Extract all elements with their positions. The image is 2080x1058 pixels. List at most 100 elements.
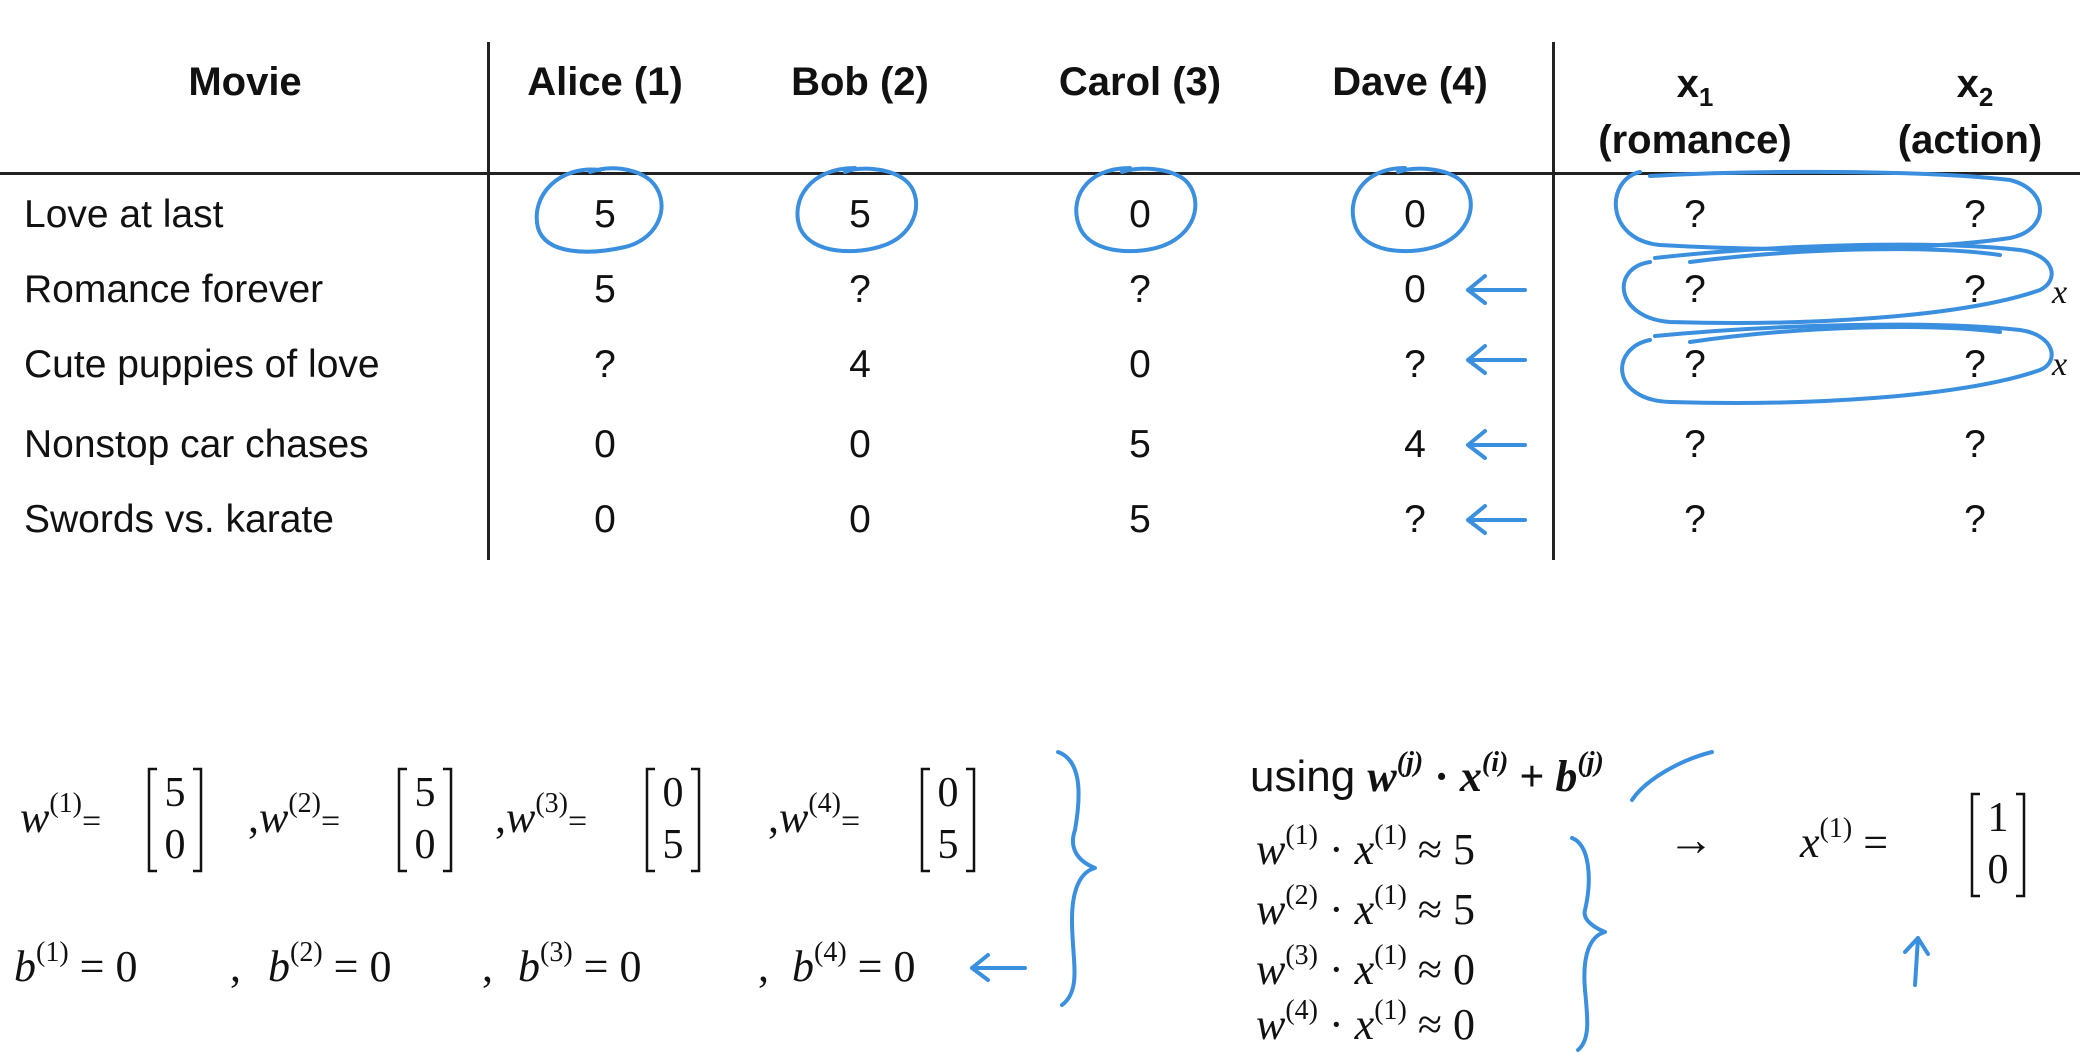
b-symbol: b bbox=[518, 942, 540, 991]
dot-operator: · bbox=[1329, 825, 1344, 874]
rating-cell: ? bbox=[1129, 268, 1151, 311]
rating-cell: 0 bbox=[1404, 193, 1426, 236]
w-symbol: w bbox=[1256, 1000, 1286, 1049]
header-carol: Carol (3) bbox=[1058, 60, 1222, 104]
feature-cell: ? bbox=[1684, 268, 1706, 311]
w-superscript: (j) bbox=[1396, 747, 1424, 778]
matrix-brackets bbox=[397, 767, 453, 873]
approximation-row: w(3) · x(1) ≈ 0 bbox=[1256, 942, 1476, 995]
approximation-rhs: ≈ 0 bbox=[1417, 945, 1476, 994]
vector-entry: 0 bbox=[662, 770, 684, 816]
feature-cell: ? bbox=[1964, 193, 1986, 236]
dot-operator: · bbox=[1434, 752, 1449, 801]
equals-sign: = bbox=[321, 803, 341, 840]
arrow-annotation bbox=[1466, 504, 1527, 535]
bias-equation: b(4) = 0 bbox=[792, 939, 915, 992]
dot-operator: · bbox=[1329, 1000, 1344, 1049]
vector-entry: 1 bbox=[1987, 795, 2009, 841]
matrix-brackets bbox=[147, 767, 203, 873]
movie-name: Love at last bbox=[24, 193, 224, 236]
x-superscript: (1) bbox=[1819, 813, 1853, 844]
rating-cell: ? bbox=[594, 343, 616, 386]
rating-cell: 0 bbox=[1129, 193, 1151, 236]
weight-label: w(1)= bbox=[20, 790, 101, 847]
rating-cell: 5 bbox=[1129, 423, 1151, 466]
comma: , bbox=[248, 793, 259, 842]
w-symbol: w bbox=[1367, 752, 1397, 801]
equals-sign: = bbox=[1863, 818, 1889, 867]
brace-annotation bbox=[1570, 836, 1607, 1052]
rating-cell: 0 bbox=[849, 498, 871, 541]
rating-cell: ? bbox=[1404, 498, 1426, 541]
b-symbol: b bbox=[14, 942, 36, 991]
comma: , bbox=[768, 793, 779, 842]
feature-cell: ? bbox=[1684, 423, 1706, 466]
rating-cell: 5 bbox=[849, 193, 871, 236]
margin-note-x: x bbox=[2052, 274, 2068, 311]
plus-operator: + bbox=[1519, 752, 1545, 801]
rating-cell: 0 bbox=[594, 423, 616, 466]
arrow-annotation bbox=[1466, 429, 1527, 460]
movie-name: Cute puppies of love bbox=[24, 343, 380, 386]
comma: , bbox=[495, 793, 506, 842]
rating-cell: 5 bbox=[594, 268, 616, 311]
bias-equation: b(1) = 0 bbox=[14, 939, 138, 992]
feature-cell: ? bbox=[1964, 423, 1986, 466]
vector-entry: 5 bbox=[937, 822, 959, 868]
vector-entry: 0 bbox=[1987, 847, 2009, 893]
rating-cell: 0 bbox=[1404, 268, 1426, 311]
dot-operator: · bbox=[1329, 945, 1344, 994]
w-superscript: (3) bbox=[1285, 940, 1319, 971]
header-x1-label: (romance) bbox=[1598, 118, 1792, 162]
w-symbol: w bbox=[20, 793, 50, 842]
w-symbol: w bbox=[1256, 945, 1286, 994]
header-x2: x2 bbox=[1860, 62, 2080, 119]
bias-rhs: = 0 bbox=[583, 942, 642, 991]
feature-cell: ? bbox=[1964, 343, 1986, 386]
equals-sign: = bbox=[568, 803, 588, 840]
header-alice: Alice (1) bbox=[527, 60, 683, 104]
x-superscript: (1) bbox=[1374, 880, 1407, 911]
x-symbol: x bbox=[1354, 1000, 1375, 1049]
bias-comma: , bbox=[230, 942, 241, 991]
movie-name: Nonstop car chases bbox=[24, 423, 369, 466]
weight-vector-matrix: 0 5 bbox=[643, 765, 703, 875]
feature-cell: ? bbox=[1964, 498, 1986, 541]
x-symbol: x bbox=[1354, 885, 1375, 934]
rating-cell: 0 bbox=[1129, 343, 1151, 386]
w-superscript: (1) bbox=[49, 788, 83, 819]
implies-arrow: → bbox=[1668, 814, 1714, 865]
rating-cell: 0 bbox=[849, 423, 871, 466]
w-superscript: (2) bbox=[1285, 880, 1319, 911]
feature-cell: ? bbox=[1684, 498, 1706, 541]
strike-annotation bbox=[1630, 750, 1714, 802]
vector-entry: 5 bbox=[662, 822, 684, 868]
matrix-brackets bbox=[645, 767, 701, 873]
column-divider-left bbox=[487, 42, 490, 560]
rating-cell: 5 bbox=[1129, 498, 1151, 541]
header-x2-symbol: x bbox=[1956, 62, 1979, 106]
approximation-row: w(4) · x(1) ≈ 0 bbox=[1256, 997, 1476, 1050]
vector-entry: 0 bbox=[414, 822, 436, 868]
b-superscript: (4) bbox=[814, 937, 847, 968]
weight-label: ,w(4)= bbox=[768, 790, 861, 847]
rating-cell: 4 bbox=[1404, 423, 1426, 466]
movie-name: Romance forever bbox=[24, 268, 324, 311]
b-symbol: b bbox=[792, 942, 814, 991]
x-superscript: (1) bbox=[1374, 820, 1407, 851]
x-superscript: (i) bbox=[1481, 747, 1509, 778]
x-symbol: x bbox=[1354, 825, 1375, 874]
feature-cell: ? bbox=[1684, 193, 1706, 236]
arrow-annotation bbox=[1466, 344, 1527, 375]
header-x2-subscript: 2 bbox=[1978, 82, 1994, 112]
b-symbol: b bbox=[268, 942, 290, 991]
arrow-annotation bbox=[970, 953, 1027, 982]
header-bob: Bob (2) bbox=[791, 60, 929, 104]
bias-rhs: = 0 bbox=[79, 942, 138, 991]
header-x1-symbol: x bbox=[1676, 62, 1699, 106]
equals-sign: = bbox=[841, 803, 861, 840]
vector-entry: 5 bbox=[164, 770, 186, 816]
approximation-rhs: ≈ 0 bbox=[1417, 1000, 1476, 1049]
vector-entry: 5 bbox=[414, 770, 436, 816]
rating-cell: ? bbox=[849, 268, 871, 311]
